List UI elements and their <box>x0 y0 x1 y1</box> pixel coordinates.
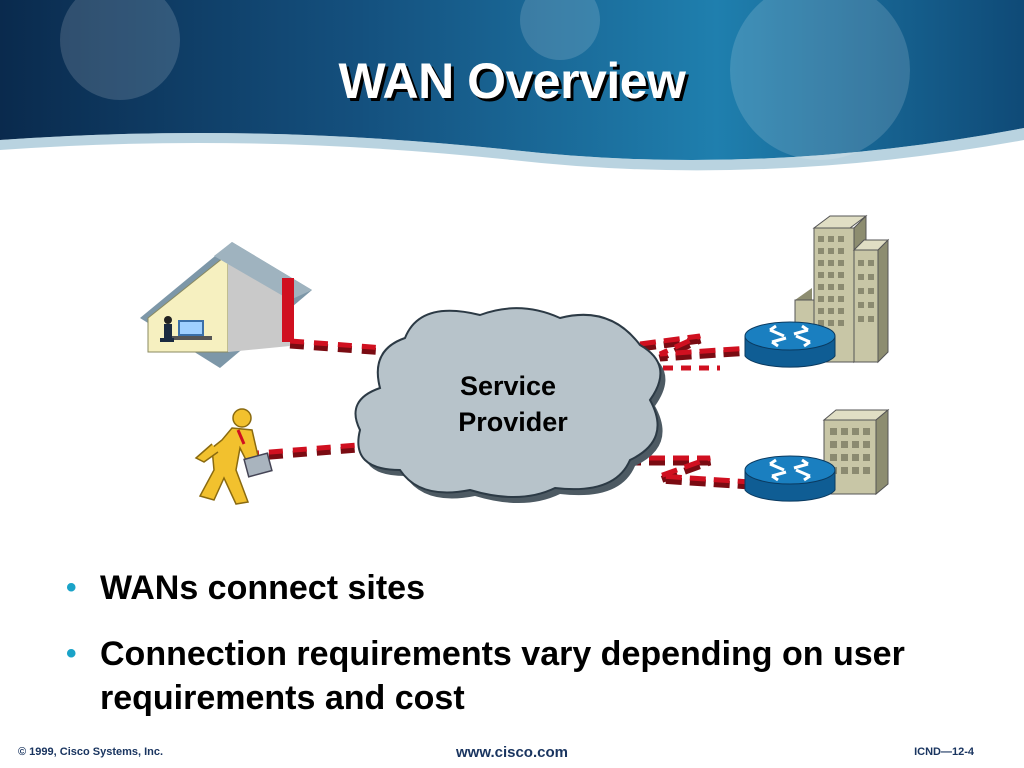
bullet-item: • WANs connect sites <box>66 566 986 610</box>
router-icon <box>744 455 836 502</box>
router-link-bottom <box>625 455 751 490</box>
bullet-dot-icon: • <box>66 637 77 670</box>
bullet-list: • WANs connect sites • Connection requirem… <box>66 566 986 742</box>
home-office-icon <box>140 242 312 368</box>
bullet-item: • Connection requirements vary depending … <box>66 632 986 720</box>
slide-title: WAN Overview <box>338 53 686 109</box>
footer-url: www.cisco.com <box>456 744 568 761</box>
router-icon <box>744 321 836 368</box>
cloud-icon <box>354 307 666 504</box>
mobile-user-icon <box>194 408 273 505</box>
footer-slide-id: ICND—12-4 <box>914 746 974 758</box>
bullet-text: WANs connect sites <box>100 569 425 607</box>
bullet-text: Connection requirements vary depending o… <box>100 635 905 717</box>
bullet-dot-icon: • <box>66 571 77 604</box>
cloud-label-line1: Service <box>459 371 557 401</box>
cloud-label-line2: Provider <box>458 407 568 437</box>
home-link <box>289 338 386 356</box>
footer-copyright: © 1999, Cisco Systems, Inc. <box>18 746 164 758</box>
mobile-link <box>244 441 371 462</box>
header-banner <box>0 0 1024 190</box>
router-link-top <box>639 333 751 371</box>
